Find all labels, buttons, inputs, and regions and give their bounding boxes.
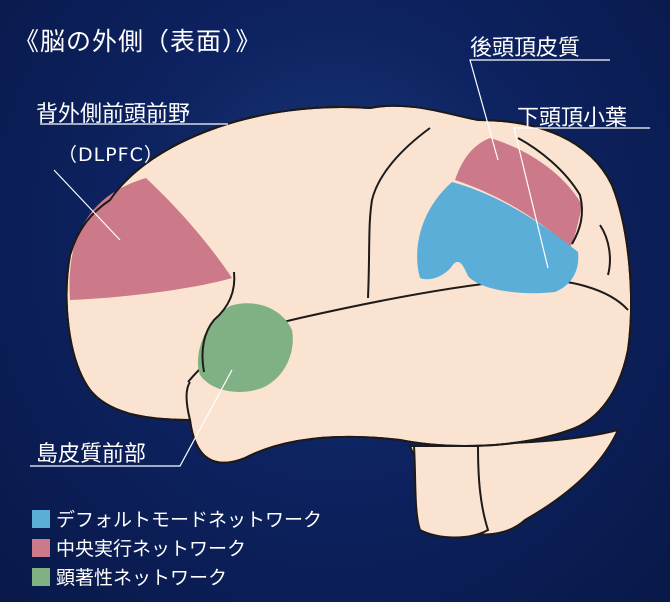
leader-inferior-parietal xyxy=(513,127,650,269)
legend-item-dmn: デフォルトモードネットワーク xyxy=(32,504,322,533)
legend-swatch-salience xyxy=(32,567,50,586)
legend-item-salience: 顕著性ネットワーク xyxy=(32,562,322,591)
frontal-sulcus xyxy=(201,271,236,373)
brainstem xyxy=(412,445,490,539)
central-sulcus xyxy=(367,127,431,299)
dlpfc-region xyxy=(69,178,233,300)
legend-label-cen: 中央実行ネットワーク xyxy=(56,538,247,560)
anterior-insula-region xyxy=(197,303,293,392)
label-posterior-parietal: 後頭頂皮質 xyxy=(470,36,581,61)
leader-lines xyxy=(30,59,650,467)
parietal-sulcus xyxy=(517,137,583,245)
posterior-parietal-region xyxy=(455,138,582,248)
temporal-lower-edge xyxy=(185,381,191,421)
legend-swatch-dmn xyxy=(32,509,50,528)
legend-swatch-cen xyxy=(32,538,50,557)
legend-label-salience: 顕著性ネットワーク xyxy=(56,567,228,589)
label-anterior-insula: 島皮質前部 xyxy=(36,442,147,467)
label-inferior-parietal: 下頭頂小葉 xyxy=(517,106,628,131)
leader-dlpfc xyxy=(40,123,228,241)
leader-insula xyxy=(30,369,233,467)
legend-label-dmn: デフォルトモードネットワーク xyxy=(56,509,323,531)
leader-posterior-parietal xyxy=(469,59,610,161)
label-dlpfc-abbr: （DLPFC） xyxy=(58,144,164,166)
legend-item-cen: 中央実行ネットワーク xyxy=(32,533,322,562)
legend: デフォルトモードネットワーク 中央実行ネットワーク 顕著性ネットワーク xyxy=(32,504,322,591)
label-dlpfc: 背外側前頭前野 xyxy=(36,102,191,127)
occipital-notch xyxy=(599,224,611,276)
inferior-parietal-region xyxy=(417,182,579,294)
diagram-title: 《脳の外側（表面）》 xyxy=(14,27,262,56)
